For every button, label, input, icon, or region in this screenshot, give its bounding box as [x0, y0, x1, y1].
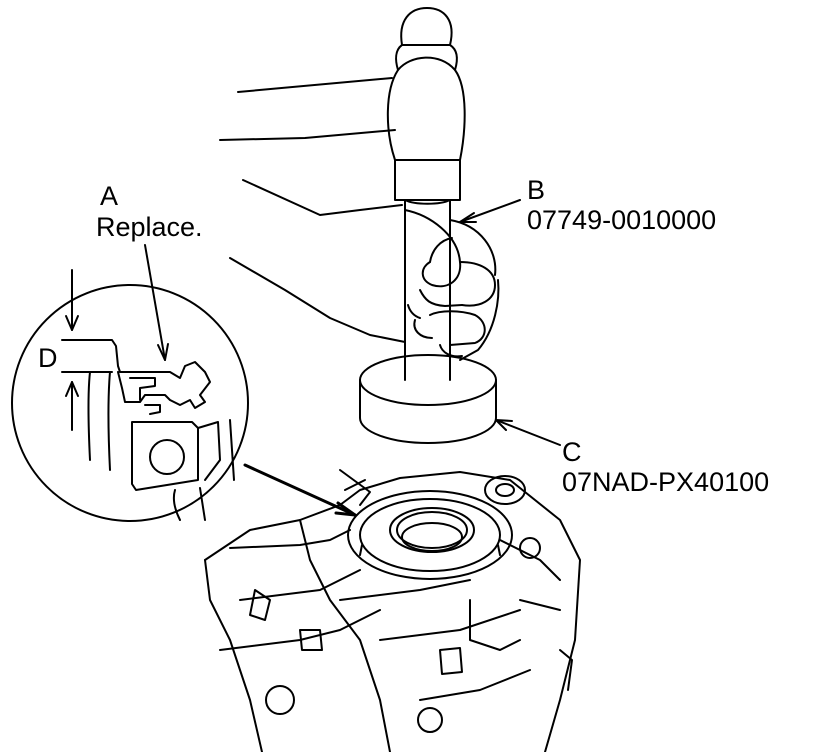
- housing-boss: [484, 475, 526, 505]
- label-a-letter: A: [100, 181, 119, 211]
- leader-lines: [144, 199, 561, 517]
- transmission-case: [204, 469, 581, 752]
- hand: [219, 77, 500, 361]
- seal-seat: [347, 490, 513, 580]
- label-a-note: Replace.: [96, 212, 203, 242]
- detail-magnifier: [11, 269, 249, 522]
- label-b-part-number: 07749-0010000: [527, 205, 717, 235]
- label-b-letter: B: [527, 175, 546, 205]
- label-d-letter: D: [38, 343, 58, 373]
- attachment-c-tool: [359, 344, 497, 444]
- label-c-letter: C: [562, 437, 582, 467]
- label-c-part-number: 07NAD-PX40100: [562, 467, 770, 497]
- driver-handle-b: [386, 7, 466, 346]
